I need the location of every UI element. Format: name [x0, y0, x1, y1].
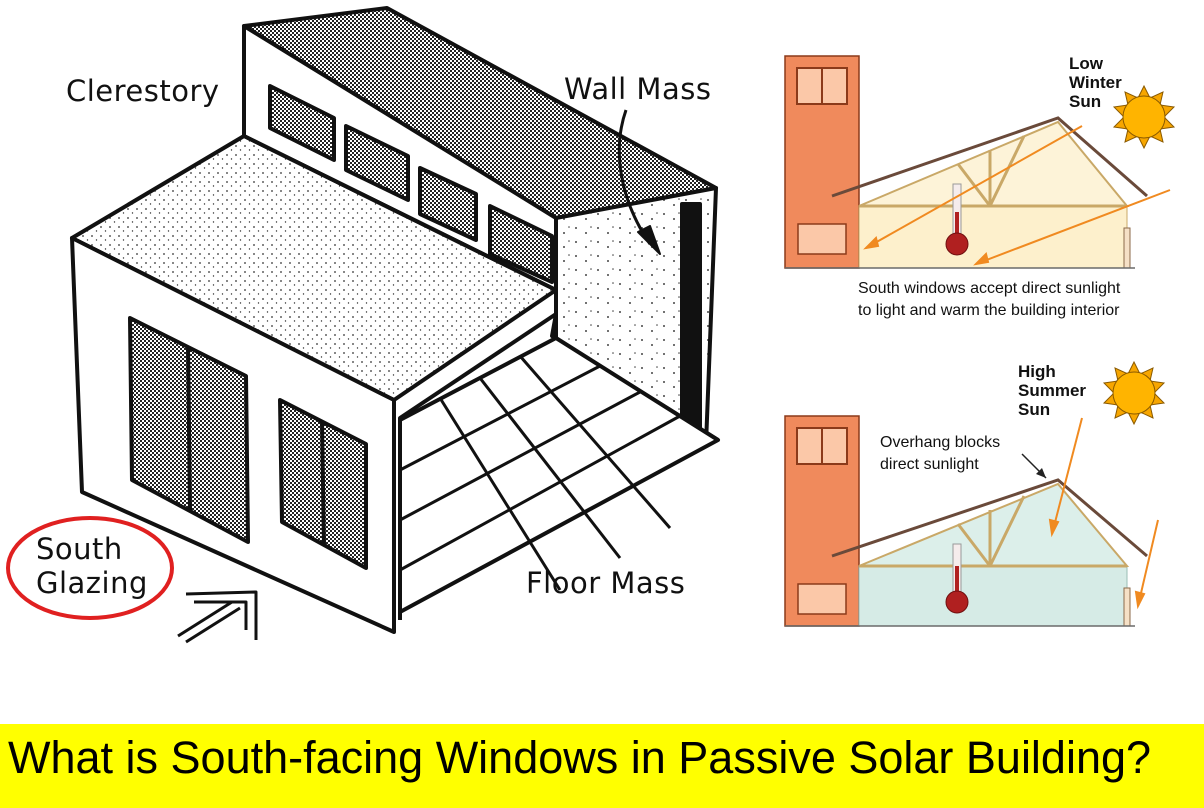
summer-sun-line2: Summer — [1018, 381, 1087, 400]
wall-mass-pointer — [617, 109, 652, 245]
title-banner — [0, 724, 1204, 808]
wall-mass-label: Wall Mass — [564, 72, 712, 106]
winter-sun-line3: Sun — [1069, 92, 1102, 111]
summer-diagram — [784, 360, 1166, 627]
summer-sun-line1: High — [1018, 362, 1056, 381]
summer-sun-label: High Summer Sun — [1018, 362, 1086, 419]
summer-sun-line3: Sun — [1018, 400, 1051, 419]
winter-sun-line1: Low — [1069, 54, 1103, 73]
winter-caption-line2: to light and warm the building interior — [858, 302, 1120, 319]
overhang-line2: direct sunlight — [880, 456, 979, 473]
house-sketch — [70, 6, 720, 644]
winter-caption: South windows accept direct sunlight to … — [858, 278, 1120, 322]
clerestory-windows — [268, 84, 554, 284]
overhang-line1: Overhang blocks — [880, 434, 1001, 451]
clerestory-label: Clerestory — [66, 74, 220, 108]
winter-sun-line2: Winter — [1069, 73, 1122, 92]
winter-diagram — [784, 55, 1176, 269]
winter-sun-label: Low Winter Sun — [1069, 54, 1122, 111]
page-title: What is South-facing Windows in Passive … — [8, 732, 1152, 783]
overhang-label: Overhang blocks direct sunlight — [880, 432, 1000, 476]
south-glazing-label: South Glazing — [36, 532, 148, 600]
floor-tiles — [399, 355, 681, 591]
floor-mass-label: Floor Mass — [526, 566, 686, 600]
winter-caption-line1: South windows accept direct sunlight — [858, 280, 1121, 297]
south-glazing-line1: South — [36, 532, 123, 566]
south-glazing-windows — [128, 316, 368, 570]
direction-arrow-icon — [177, 590, 258, 644]
summer-sun-icon — [1102, 360, 1166, 426]
south-glazing-highlight — [6, 516, 174, 620]
floor-mass — [398, 336, 720, 614]
south-glazing-line2: Glazing — [36, 566, 148, 600]
winter-sun-icon — [1112, 84, 1176, 150]
